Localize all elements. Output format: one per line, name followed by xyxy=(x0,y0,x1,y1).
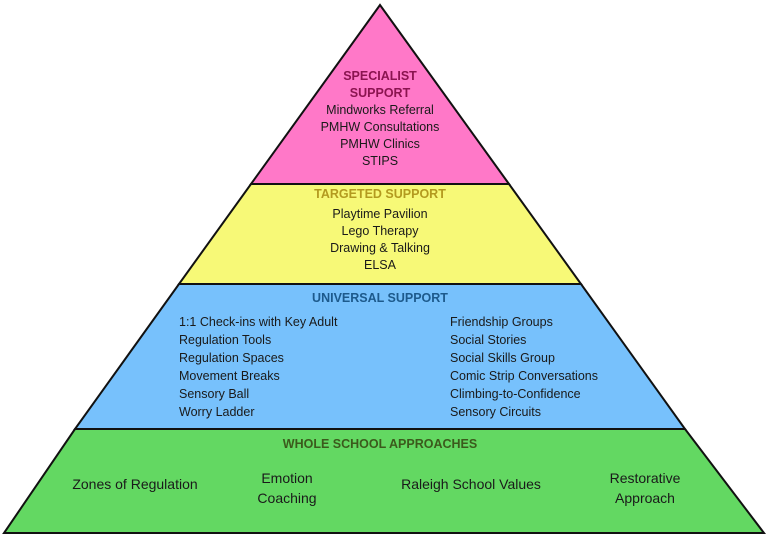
universal-left-list: 1:1 Check-ins with Key Adult Regulation … xyxy=(179,313,337,421)
targeted-item: ELSA xyxy=(364,258,396,272)
specialist-item: PMHW Consultations xyxy=(320,120,440,134)
specialist-item: Mindworks Referral xyxy=(326,103,434,117)
item-line: Approach xyxy=(615,490,675,506)
specialist-section: SPECIALIST SUPPORT Mindworks Referral PM… xyxy=(280,68,480,170)
universal-title: UNIVERSAL SUPPORT xyxy=(312,291,448,305)
universal-item: Sensory Circuits xyxy=(450,405,541,419)
universal-item: Climbing-to-Confidence xyxy=(450,387,581,401)
universal-item: Social Skills Group xyxy=(450,351,555,365)
universal-item: Sensory Ball xyxy=(179,387,250,401)
universal-item: Friendship Groups xyxy=(450,315,553,329)
targeted-title: TARGETED SUPPORT xyxy=(314,187,446,201)
universal-item: Movement Breaks xyxy=(179,369,280,383)
targeted-item: Lego Therapy xyxy=(341,224,419,238)
universal-item: Social Stories xyxy=(450,333,527,347)
targeted-item: Drawing & Talking xyxy=(330,241,430,255)
specialist-title-line1: SPECIALIST xyxy=(343,69,417,83)
item-line: Emotion xyxy=(261,470,313,486)
item-line: Zones of Regulation xyxy=(72,476,198,492)
tier-whole-school xyxy=(2,428,767,534)
specialist-title-line2: SUPPORT xyxy=(349,86,411,100)
universal-item: Comic Strip Conversations xyxy=(450,369,598,383)
targeted-section: TARGETED SUPPORT Playtime Pavilion Lego … xyxy=(280,186,480,274)
universal-right-list: Friendship Groups Social Stories Social … xyxy=(450,313,598,421)
universal-item: Regulation Spaces xyxy=(179,351,284,365)
targeted-item: Playtime Pavilion xyxy=(332,207,428,221)
item-line: Restorative xyxy=(609,470,681,486)
whole-school-title: WHOLE SCHOOL APPROACHES xyxy=(282,437,478,451)
specialist-item: PMHW Clinics xyxy=(340,137,420,151)
universal-item: Regulation Tools xyxy=(179,333,272,347)
universal-item: 1:1 Check-ins with Key Adult xyxy=(179,315,338,329)
universal-item: Worry Ladder xyxy=(179,405,255,419)
whole-school-item: Zones of Regulation xyxy=(72,474,197,494)
specialist-item: STIPS xyxy=(361,154,399,168)
item-line: Raleigh School Values xyxy=(401,476,541,492)
item-line: Coaching xyxy=(257,490,317,506)
whole-school-item: Raleigh School Values xyxy=(401,474,541,494)
